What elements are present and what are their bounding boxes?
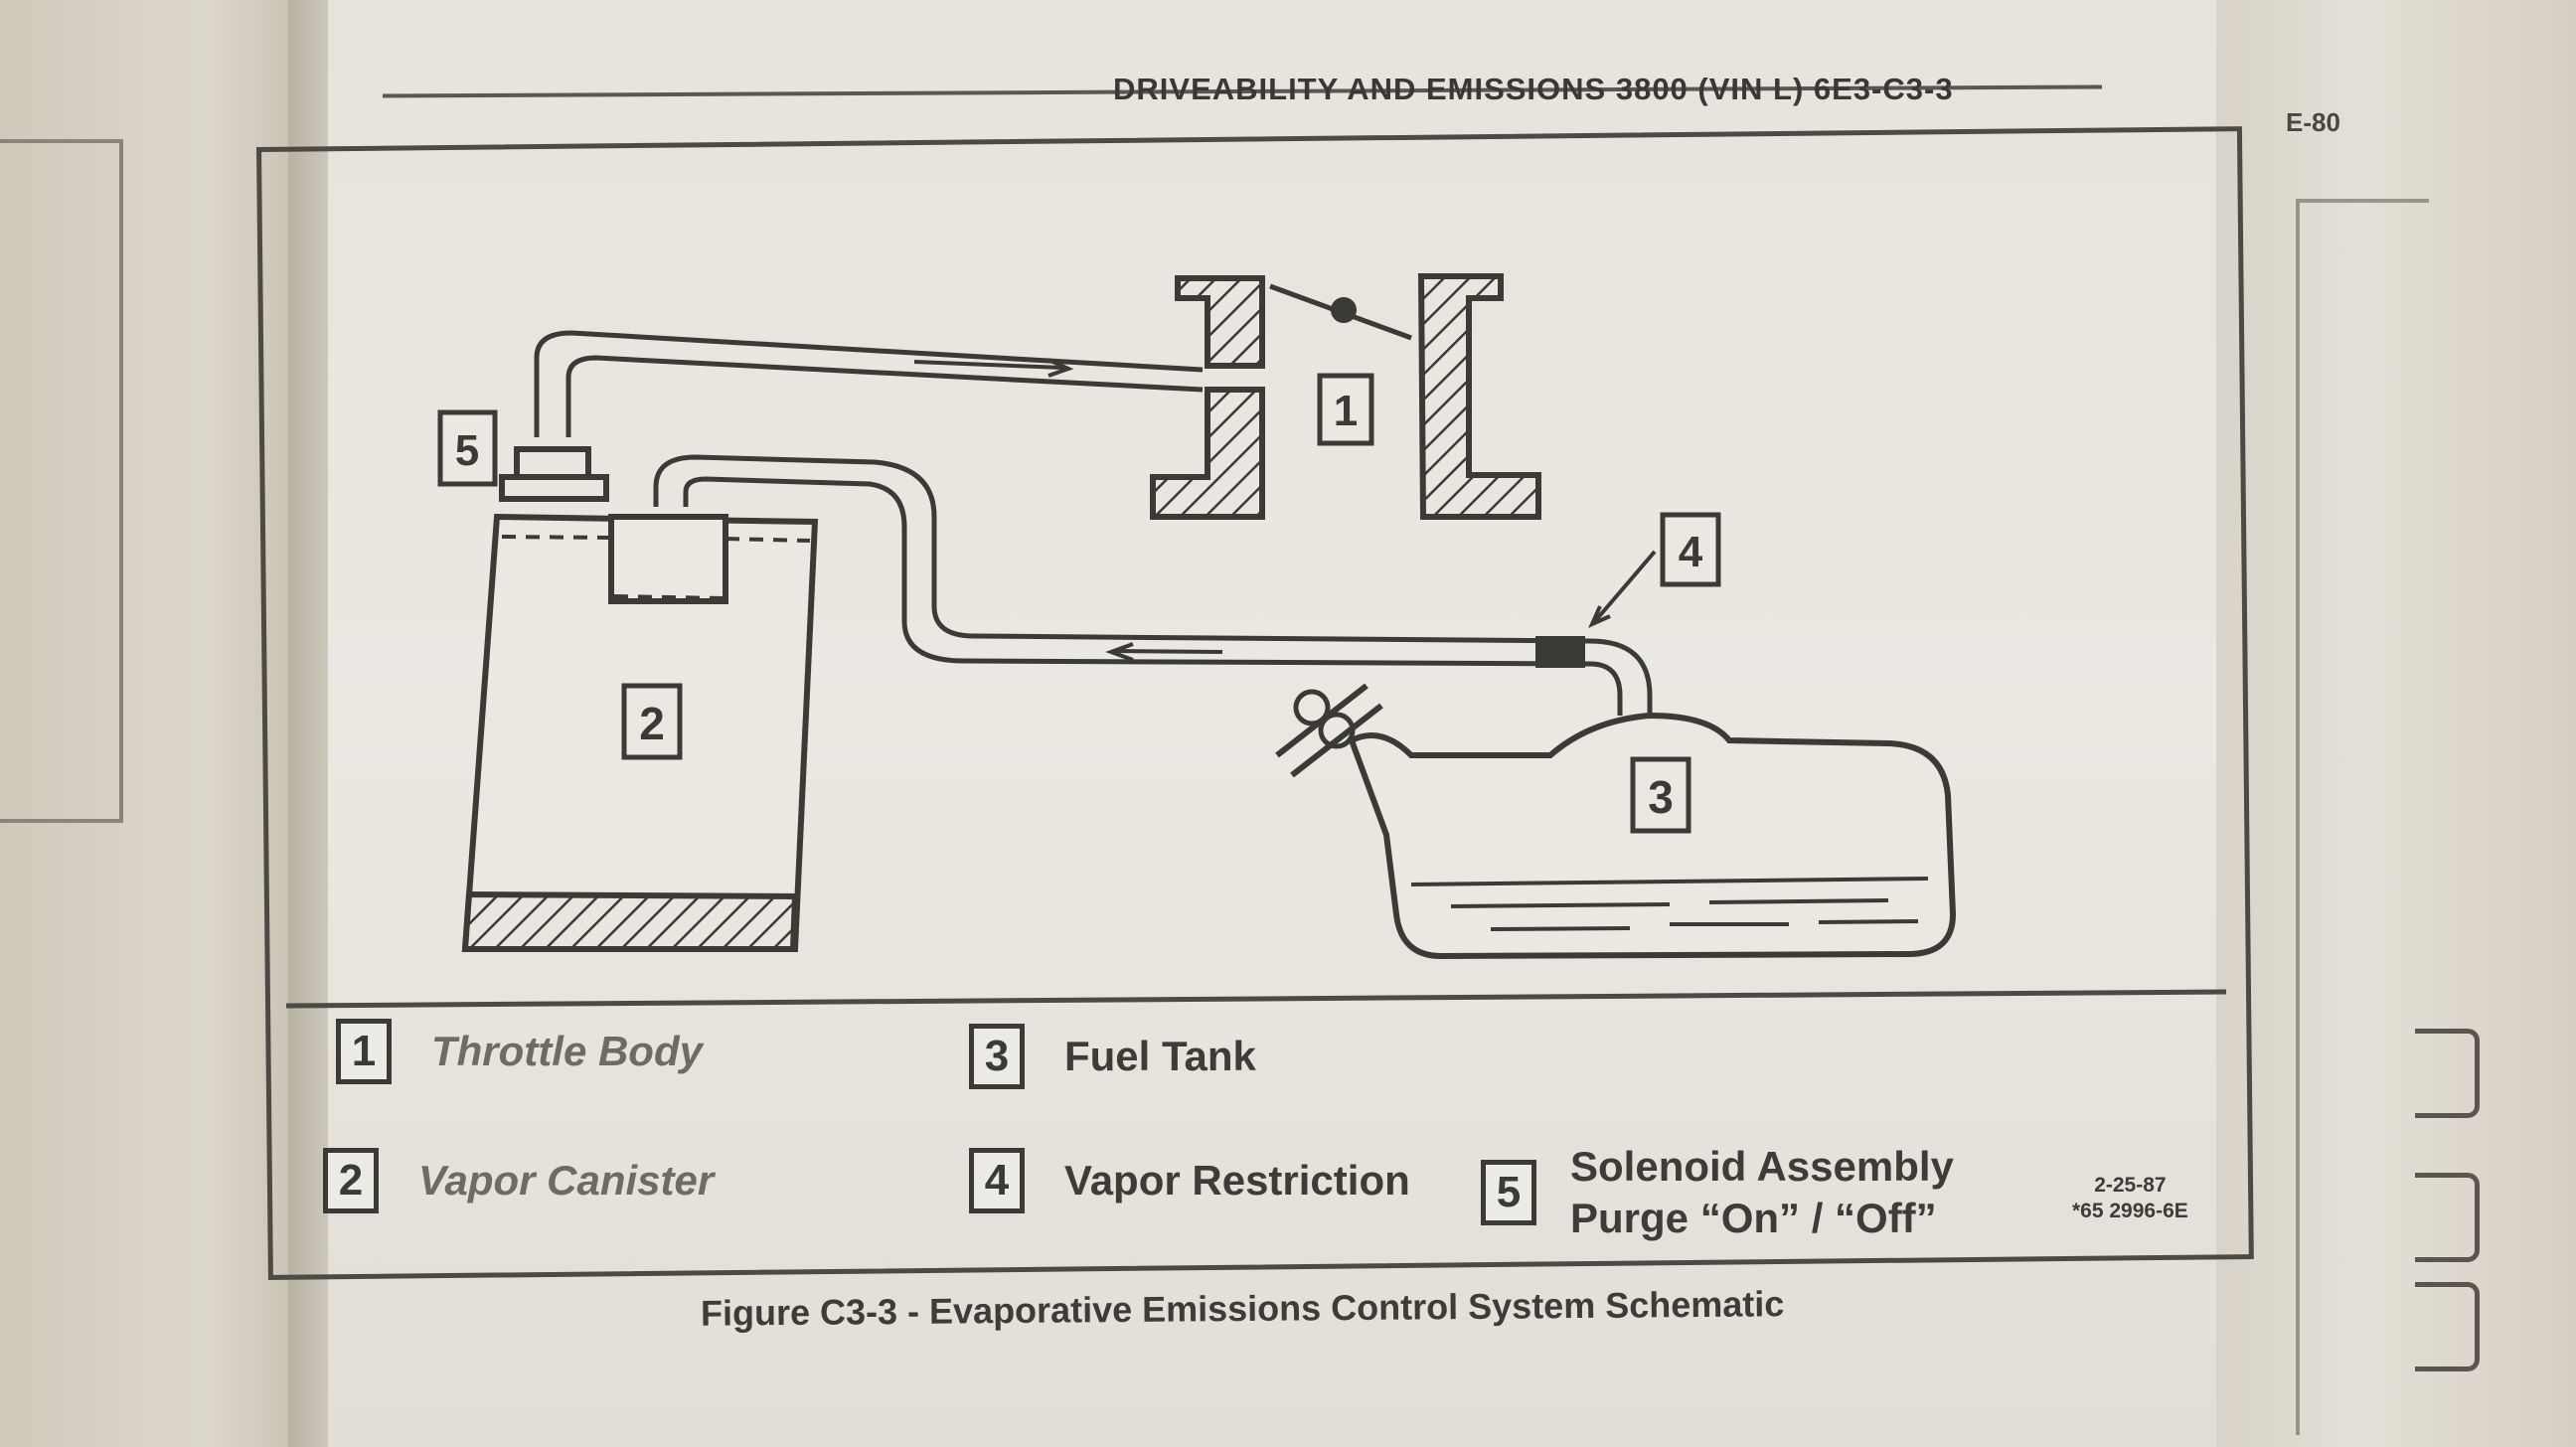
stamp-code: *65 2996-6E bbox=[2072, 1200, 2188, 1222]
callout-4: 4 bbox=[1660, 512, 1721, 587]
page-header: DRIVEABILITY AND EMISSIONS 3800 (VIN L) … bbox=[1113, 72, 1954, 106]
side-tab-label: E-80 bbox=[2286, 107, 2340, 137]
right-page-stack: E-80 bbox=[2216, 0, 2576, 1447]
legend-item-fuel-tank: 3 Fuel Tank bbox=[969, 1024, 1256, 1089]
callout-4-label: 4 bbox=[1679, 528, 1703, 576]
legend-label: Vapor Restriction bbox=[1064, 1157, 1410, 1204]
throttle-body bbox=[1150, 273, 1541, 520]
legend-divider bbox=[285, 989, 2227, 1009]
callout-2: 2 bbox=[621, 683, 683, 760]
callout-3-label: 3 bbox=[1648, 771, 1674, 823]
legend-label-line2: Purge “On” / “Off” bbox=[1570, 1195, 1937, 1241]
callout-2-label: 2 bbox=[639, 698, 665, 749]
legend-label-line1: Solenoid Assembly bbox=[1570, 1143, 1954, 1190]
page-tab bbox=[2415, 1173, 2480, 1262]
left-page bbox=[0, 0, 298, 1447]
callout-5: 5 bbox=[437, 409, 498, 487]
legend-label: Vapor Canister bbox=[418, 1157, 715, 1204]
left-page-frame bbox=[0, 139, 123, 823]
page-edge-strip bbox=[2296, 199, 2429, 1435]
legend-label: Fuel Tank bbox=[1064, 1033, 1256, 1079]
legend-number: 2 bbox=[323, 1148, 379, 1213]
legend-item-solenoid-assembly: 5 Solenoid Assembly Purge “On” / “Off” bbox=[1481, 1141, 1954, 1244]
legend-label: Throttle Body bbox=[431, 1028, 703, 1074]
legend-number: 4 bbox=[969, 1148, 1025, 1213]
page-tab bbox=[2415, 1029, 2480, 1118]
callout-3: 3 bbox=[1630, 756, 1691, 834]
callout-5-label: 5 bbox=[455, 426, 479, 475]
legend-number: 3 bbox=[969, 1024, 1025, 1089]
callout-1-label: 1 bbox=[1334, 387, 1358, 435]
callout-1: 1 bbox=[1317, 373, 1374, 446]
purge-solenoid bbox=[499, 446, 609, 502]
legend-item-vapor-canister: 2 Vapor Canister bbox=[323, 1148, 714, 1213]
legend-number: 5 bbox=[1481, 1160, 1536, 1225]
legend-label: Solenoid Assembly Purge “On” / “Off” bbox=[1570, 1141, 1954, 1244]
legend-item-vapor-restriction: 4 Vapor Restriction bbox=[969, 1148, 1410, 1213]
legend-number: 1 bbox=[336, 1019, 392, 1084]
drawing-stamp: 2-25-87 *65 2996-6E bbox=[2072, 1173, 2188, 1224]
page-tab bbox=[2415, 1282, 2480, 1371]
vapor-hose bbox=[653, 454, 1657, 716]
fuel-tank bbox=[1275, 683, 1957, 960]
legend-item-throttle-body: 1 Throttle Body bbox=[336, 1019, 703, 1084]
purge-hose bbox=[534, 330, 1204, 437]
stamp-date: 2-25-87 bbox=[2094, 1174, 2167, 1197]
